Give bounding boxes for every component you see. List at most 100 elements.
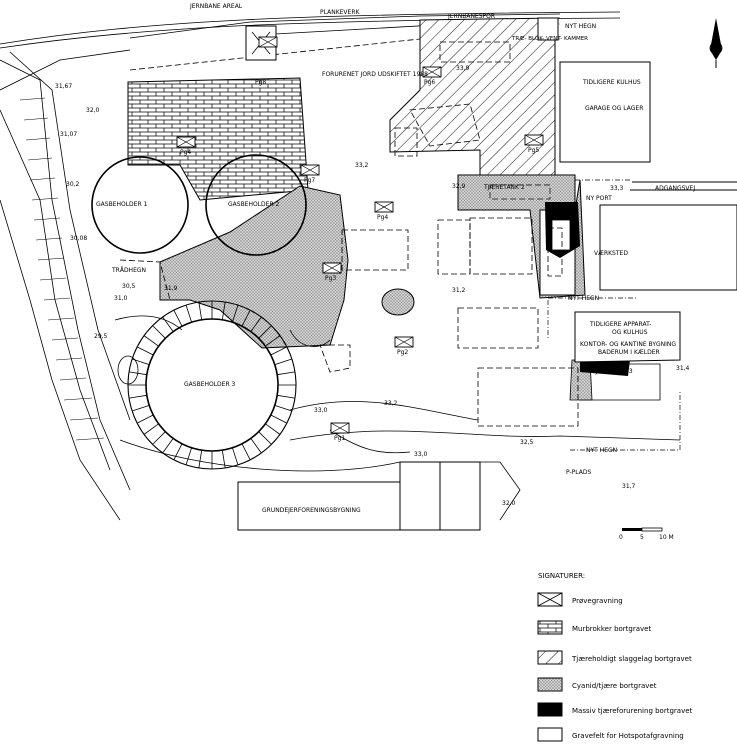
gasbeholder-2	[205, 154, 307, 256]
pit-cross-icon	[176, 136, 196, 148]
gasbeholder-3-rib	[185, 304, 192, 323]
label-p-plads: P-PLADS	[566, 469, 591, 476]
gasbeholder-3-rib	[162, 316, 174, 332]
gasbeholder-3-rib	[270, 346, 288, 356]
label-kontor-2: BADERUM I KÆLDER	[598, 349, 660, 356]
gasbeholder-3-rib	[250, 438, 262, 454]
gasbeholder-3-rib	[232, 304, 239, 323]
elevation-label: 33,2	[355, 162, 369, 169]
label-traeblok: TRÆ- BLOK- VENT- KAMMER	[511, 36, 588, 42]
legend-label-3: Cyanid/tjære bortgravet	[572, 682, 657, 690]
gasbeholder-3-rib	[241, 309, 251, 327]
gasbeholder-3-rib	[258, 431, 272, 445]
area-labels: JERNBANE AREAL PLANKEVERK JERNBANESPOR N…	[96, 3, 695, 514]
label-nyt-hegn-top: NYT HEGN	[565, 23, 596, 30]
elevation-label: 33,0	[414, 451, 428, 458]
elevation-label: 32,0	[502, 500, 516, 507]
label-kulhus: TIDLIGERE KULHUS	[582, 79, 641, 86]
elevation-label: 33,2	[384, 400, 398, 407]
legend-title: SIGNATURER:	[538, 572, 585, 580]
label-gasbeholder-1: GASBEHOLDER 1	[96, 201, 148, 208]
gasbeholder-3-rib	[198, 301, 203, 320]
elevation-label: 31,2	[452, 287, 466, 294]
pit-label: Pg7	[304, 177, 315, 184]
elevation-label: 31,7	[622, 483, 636, 490]
gasbeholder-3-rib	[185, 447, 192, 466]
pit-label: Pg2	[397, 349, 408, 356]
gasbeholder-3-rib	[241, 443, 251, 461]
gasbeholder-3-rib	[250, 316, 262, 332]
elevation-label: 29,5	[94, 333, 108, 340]
label-nyt-hegn-mid: NYT HEGN	[568, 295, 599, 302]
gasbeholder-3-rib	[136, 346, 154, 356]
gasbeholder-3-rib	[270, 414, 288, 424]
legend-label-2: Tjæreholdigt slaggelag bortgravet	[571, 655, 692, 663]
label-grundejer: GRUNDEJERFORENINGSBYGNING	[262, 507, 361, 514]
pit-markers	[176, 36, 544, 434]
legend-cross-icon	[537, 592, 563, 607]
elevation-label: 30,08	[70, 235, 87, 242]
label-tjaeretank-3: TJÆRETANK 3	[591, 368, 633, 375]
pipe-6	[329, 429, 411, 454]
elevation-label: 31,07	[60, 131, 77, 138]
gasbeholder-3-rib	[274, 405, 293, 412]
gasbeholder-1	[91, 156, 189, 254]
legend-symbol-solid	[537, 702, 563, 717]
gasbeholder-3-rib	[173, 309, 183, 327]
label-apparat-1: TIDLIGERE APPARAT-	[589, 321, 651, 328]
pit-cross-icon	[524, 134, 544, 146]
legend-label-0: Prøvegravning	[572, 597, 623, 605]
gasbeholder-3-rib	[265, 335, 281, 347]
pit-label: Pg5	[528, 147, 539, 154]
scale-bar: 0 5 10 M	[619, 527, 674, 541]
elevation-label: 33,0	[314, 407, 328, 414]
scale-mid: 5	[640, 534, 644, 541]
label-gasbeholder-2: GASBEHOLDER 2	[228, 201, 280, 208]
gasbeholder-3-rib	[143, 335, 159, 347]
gasbeholder-3-rib	[232, 447, 239, 466]
gasbeholder-3-rib	[258, 325, 272, 339]
pipe-3	[289, 401, 479, 421]
vent-chamber	[537, 17, 559, 41]
label-jernbane-areal: JERNBANE AREAL	[189, 3, 243, 10]
scale-zero: 0	[619, 534, 623, 541]
pipe-1	[114, 315, 183, 331]
gasbeholder-3-rib	[198, 450, 203, 469]
scale-end: 10 M	[659, 534, 674, 541]
legend-label-5: Gravefelt for Hotspotafgravning	[572, 732, 684, 740]
brick-zone	[127, 77, 309, 201]
pit-cross-icon	[394, 336, 414, 348]
legend-label-1: Murbrokker bortgravet	[572, 625, 651, 633]
gasbeholder-3-rib	[274, 358, 293, 365]
gasbeholder-3-rib	[136, 414, 154, 424]
gasbeholder-3-rib	[131, 405, 150, 412]
elevation-label: 31,4	[676, 365, 690, 372]
gasbeholder-3-rib	[152, 325, 166, 339]
hatch-inset-2	[394, 127, 418, 157]
elevation-label: 32,0	[86, 107, 100, 114]
label-forurenet-jord: FORURENET JORD UDSKIFTET 1988	[322, 71, 428, 78]
pipe-2	[289, 329, 331, 347]
pit-label: Pg1	[334, 435, 345, 442]
elevation-label: 33,9	[456, 65, 470, 72]
pit-label: Pg4	[180, 149, 191, 156]
legend: SIGNATURER: Prøvegravning Murbrokker bor…	[537, 572, 693, 742]
pit-label: Pg8	[255, 79, 266, 86]
pit-cross-icon	[422, 66, 442, 78]
label-kontor-1: KONTOR- OG KANTINE BYGNING	[580, 341, 676, 348]
pit-label: Pg6	[424, 79, 435, 86]
gasbeholder-3-rib	[152, 431, 166, 445]
stipple-blob	[381, 288, 415, 316]
label-ny-port: NY PORT	[586, 195, 612, 202]
legend-symbol-brick	[537, 620, 563, 635]
pit-cross-icon	[330, 422, 350, 434]
pit-cross-icon	[300, 164, 320, 176]
legend-symbol-empty	[537, 727, 563, 742]
gasbeholder-3-rib	[265, 423, 281, 435]
gasbeholder-3-rib	[162, 438, 174, 454]
solid-zone-inner	[551, 219, 571, 251]
pipe-4	[289, 430, 681, 441]
label-tradhegn: TRÅDHEGN	[111, 267, 146, 274]
